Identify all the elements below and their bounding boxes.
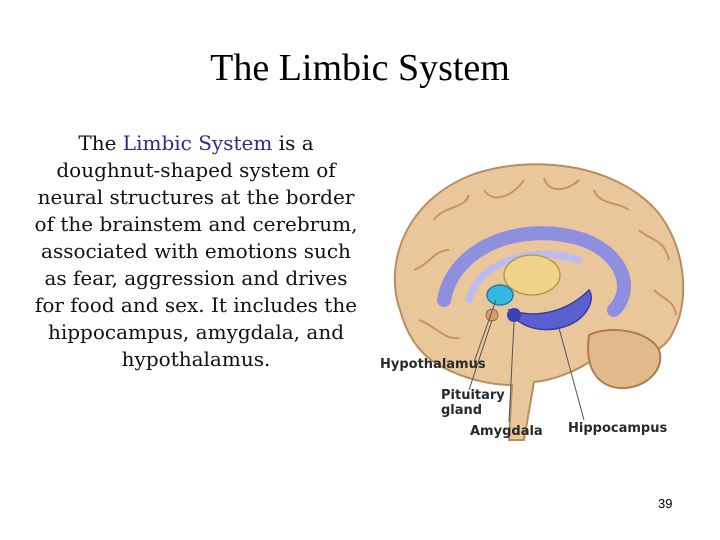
cerebrum-shape	[393, 163, 685, 441]
label-hypothalamus: Hypothalamus	[380, 357, 486, 372]
label-pituitary-line2: gland	[441, 403, 483, 418]
label-hippocampus: Hippocampus	[568, 421, 668, 436]
page-number: 39	[658, 496, 673, 511]
slide-title: The Limbic System	[210, 47, 510, 89]
body-highlight-term: Limbic System	[122, 131, 273, 155]
amygdala-shape	[507, 308, 521, 322]
brain-illustration	[393, 163, 685, 441]
gyri-folds	[413, 177, 677, 340]
body-text-rest: is a doughnut-shaped system of neural st…	[34, 131, 358, 371]
fornix-arc	[465, 250, 583, 304]
label-pituitary-line1: Pituitary	[441, 388, 505, 403]
cerebellum-shape	[587, 329, 662, 390]
thalamus-shape	[503, 254, 561, 296]
hypothalamus-shape	[486, 284, 514, 306]
limbic-arc	[437, 226, 631, 317]
hippocampus-shape	[507, 288, 592, 331]
label-leader-lines	[468, 299, 585, 423]
limbic-brain-figure	[374, 150, 694, 450]
body-paragraph: The Limbic System is a doughnut-shaped s…	[28, 130, 364, 373]
body-prefix: The	[78, 131, 123, 155]
label-amygdala: Amygdala	[470, 424, 543, 439]
label-pituitary-gland: Pituitary gland	[441, 388, 505, 418]
